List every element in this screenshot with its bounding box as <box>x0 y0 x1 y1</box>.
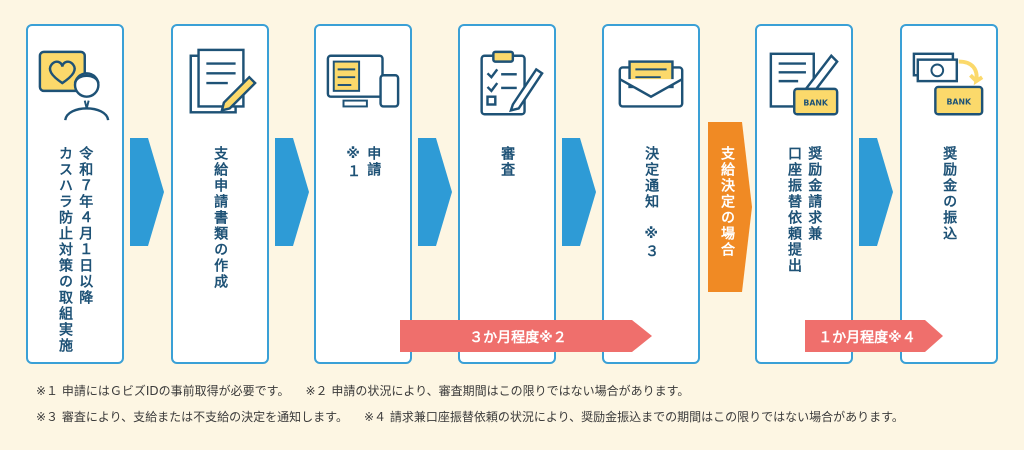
step-5-label: 決定通知 ※３ <box>643 146 660 260</box>
period-band-2: １か月程度※４ <box>805 327 929 347</box>
step-7-label: 奨励金の振込 <box>941 146 958 242</box>
footnote-2: ※２ 申請の状況により、審査期間はこの限りではない場合があります。 <box>305 384 690 398</box>
decision-arrow: 支給決定の場合 <box>708 146 746 286</box>
step-1-label: 令和７年４月１日以降 カスハラ防止対策の取組実施 <box>57 146 94 354</box>
document-bank-icon: BANK <box>769 52 839 116</box>
period-band-1-shape <box>400 320 652 352</box>
step-3-box: 申請 ※１ <box>314 24 412 364</box>
step-6-box: BANK 奨励金請求兼 口座振替依頼提出 <box>755 24 853 364</box>
step-1-box: 令和７年４月１日以降 カスハラ防止対策の取組実施 <box>26 24 124 364</box>
period-label-1: ３か月程度※２ <box>469 330 567 346</box>
step-5-box: 決定通知 ※３ <box>602 24 700 364</box>
footnote-row-2: ※３ 審査により、支給または不支給の決定を通知します。 ※４ 請求兼口座振替依頼の… <box>36 404 904 430</box>
chevron-arrow-icon <box>859 138 893 246</box>
chevron-arrow-icon <box>130 138 164 246</box>
clipboard-checklist-icon <box>480 50 544 116</box>
chevron-arrow-icon <box>418 138 452 246</box>
chevron-arrow-icon <box>562 138 596 246</box>
bank-text: BANK <box>803 98 829 107</box>
footnote-1: ※１ 申請にはＧビズIDの事前取得が必要です。 <box>36 384 290 398</box>
footnotes: ※１ 申請にはＧビズIDの事前取得が必要です。 ※２ 申請の状況により、審査期間は… <box>36 378 904 430</box>
period-band-2-shape <box>805 320 943 352</box>
footnote-4: ※４ 請求兼口座振替依頼の状況により、奨励金振込までの期間はこの限りではない場合… <box>363 410 904 424</box>
step-2-box: 支給申請書類の作成 <box>171 24 269 364</box>
period-band-1: ３か月程度※２ <box>400 327 636 347</box>
step-4-label: 審査 <box>499 146 516 178</box>
envelope-icon <box>618 60 684 108</box>
bank-text: BANK <box>946 98 972 107</box>
step-7-box: BANK 奨励金の振込 <box>900 24 998 364</box>
document-pen-icon <box>189 48 257 114</box>
step-2-label: 支給申請書類の作成 <box>212 146 229 290</box>
money-bank-icon: BANK <box>912 52 984 116</box>
heart-person-icon <box>38 50 110 121</box>
footnote-3: ※３ 審査により、支給または不支給の決定を通知します。 <box>36 410 348 424</box>
step-4-box: 審査 <box>458 24 556 364</box>
decision-label: 支給決定の場合 <box>719 146 735 258</box>
step-6-label: 奨励金請求兼 口座振替依頼提出 <box>786 146 823 274</box>
footnote-row-1: ※１ 申請にはＧビズIDの事前取得が必要です。 ※２ 申請の状況により、審査期間は… <box>36 378 904 404</box>
step-3-label: 申請 ※１ <box>345 146 382 180</box>
period-label-2: １か月程度※４ <box>818 330 916 346</box>
chevron-arrow-icon <box>275 138 309 246</box>
computer-devices-icon <box>326 54 400 108</box>
decision-arrow-shape <box>708 122 752 292</box>
